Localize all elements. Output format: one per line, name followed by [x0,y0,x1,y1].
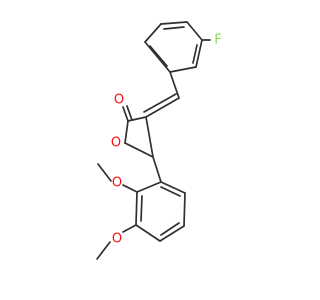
chemical-structure-diagram: O O F O O [96,21,222,260]
bond [163,26,185,30]
ring-oxygen-label: O [111,136,121,151]
bond [160,21,188,25]
bond [169,66,197,73]
bond [169,71,180,99]
bond [195,39,203,68]
ortho-methoxy-oxygen-label: O [112,176,122,191]
bond [136,181,162,193]
bond [145,116,154,158]
bond [160,181,186,194]
bond [160,186,181,197]
para-methoxy-oxygen-label: O [112,232,122,247]
atom-labels: O O F O O [111,33,222,247]
bond [143,93,177,113]
bond [127,116,147,122]
bond [145,97,180,118]
bond [122,106,129,122]
bond [192,44,198,64]
bond [140,195,143,222]
bond [160,222,180,236]
bond [96,241,111,260]
bonds [96,21,211,260]
bond [144,41,171,73]
bond [97,163,112,182]
bond [159,225,185,242]
bond [124,120,129,144]
bond [135,191,138,226]
fluorine-label: F [214,33,221,48]
bond [122,184,138,193]
bond [124,142,154,158]
bond [144,23,162,43]
bond [186,21,203,41]
bond [135,224,161,242]
bond [183,192,186,227]
bond [149,45,168,67]
bond [122,224,137,233]
bond [126,105,133,121]
carbonyl-oxygen-label: O [114,93,124,108]
bond [152,156,162,183]
